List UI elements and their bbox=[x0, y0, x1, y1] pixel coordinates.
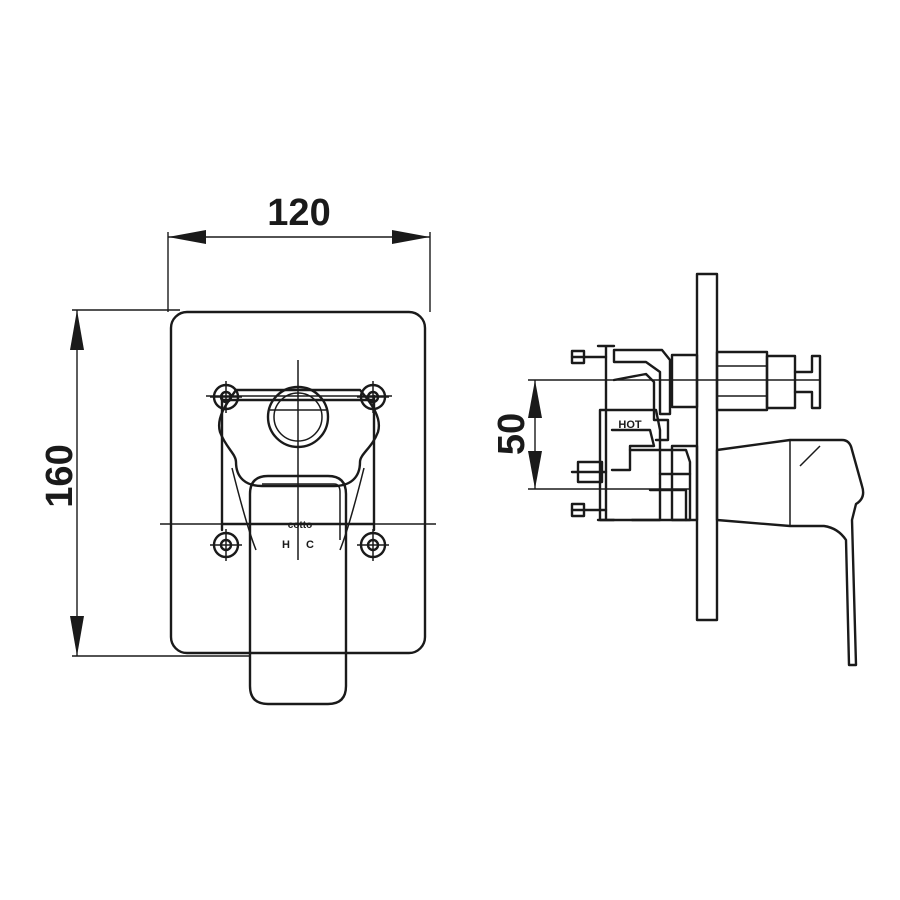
mounting-screw-top-left bbox=[210, 381, 242, 413]
width-dimension: 120 bbox=[167, 192, 431, 312]
mounting-bracket bbox=[220, 394, 376, 532]
lever-handle: cotto H C bbox=[248, 474, 348, 706]
height-dimension-label: 160 bbox=[39, 444, 81, 507]
lever-handle-profile bbox=[715, 438, 865, 667]
inlet-stud-bottom bbox=[570, 502, 608, 518]
front-view: 120 160 bbox=[39, 192, 436, 706]
diverter-knob bbox=[266, 385, 330, 449]
inlet-stud-middle bbox=[570, 460, 608, 484]
offset-dimension-label: 50 bbox=[491, 413, 533, 455]
height-dimension: 160 bbox=[39, 309, 250, 657]
hot-label: HOT bbox=[618, 419, 642, 431]
hot-symbol: H bbox=[282, 539, 290, 551]
cold-symbol: C bbox=[306, 539, 314, 551]
inlet-stud-top bbox=[570, 349, 608, 365]
valve-body: HOT bbox=[596, 344, 699, 522]
offset-dimension: 50 bbox=[491, 379, 820, 490]
mounting-screw-bottom-left bbox=[210, 529, 242, 561]
brand-mark: cotto bbox=[288, 520, 312, 531]
wall-plate-profile bbox=[695, 272, 719, 622]
diverter-knob-profile bbox=[670, 350, 822, 412]
mounting-screw-top-right bbox=[357, 381, 389, 413]
mounting-screw-bottom-right bbox=[357, 529, 389, 561]
side-view: 50 HOT bbox=[491, 272, 865, 667]
width-dimension-label: 120 bbox=[267, 192, 330, 234]
diverter-body bbox=[217, 388, 381, 488]
cover-plate bbox=[169, 310, 427, 655]
